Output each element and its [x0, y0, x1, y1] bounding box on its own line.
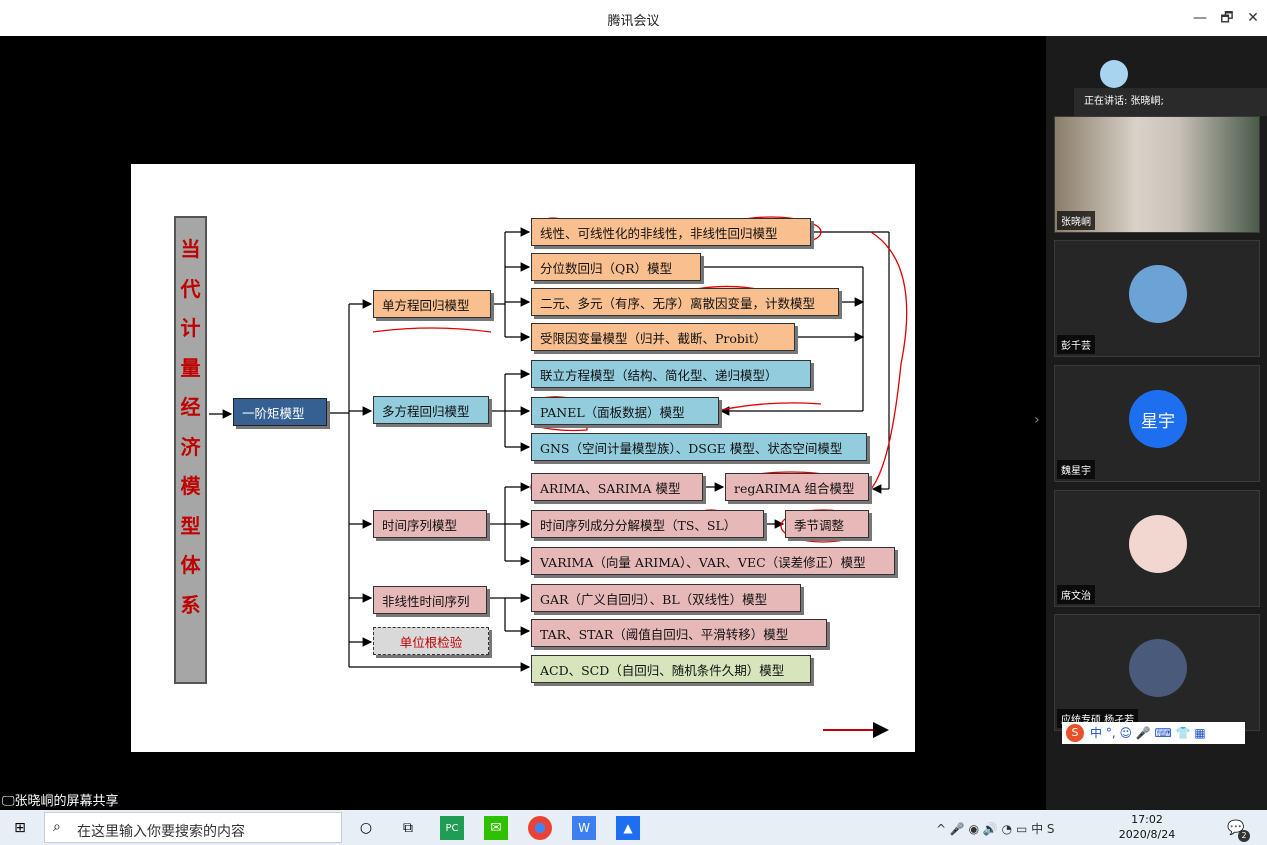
- leaf-gar-bl: GAR（广义自回归）、BL（双线性）模型: [531, 584, 801, 612]
- avatar: 星宇: [1129, 390, 1187, 448]
- leaf-tar-star: TAR、STAR（阈值自回归、平滑转移）模型: [531, 619, 827, 647]
- leaf-regarima: regARIMA 组合模型: [725, 473, 869, 501]
- participant-tile[interactable]: 彭千芸: [1054, 240, 1260, 357]
- wechat-icon[interactable]: ✉: [484, 816, 508, 840]
- shared-screen-area: 当 代 计 量 经 济 模 型 体 系 一阶矩模型 单方程回归模型 多方程回归模…: [0, 36, 1046, 796]
- leaf-acd-scd: ACD、SCD（自回归、随机条件久期）模型: [531, 655, 811, 683]
- leaf-arima: ARIMA、SARIMA 模型: [531, 473, 703, 501]
- category-unit-root: 单位根检验: [373, 627, 489, 655]
- leaf-varima: VARIMA（向量 ARIMA）、VAR、VEC（误差修正）模型: [531, 547, 895, 575]
- title-char: 当: [180, 237, 201, 261]
- share-icon: 🖵: [2, 794, 15, 809]
- avatar: [1129, 265, 1187, 323]
- title-char: 系: [180, 592, 201, 617]
- participant-name: 彭千芸: [1057, 335, 1095, 354]
- category-time-series: 时间序列模型: [373, 510, 487, 538]
- clock-date: 2020/8/24: [1118, 828, 1176, 841]
- pycharm-icon[interactable]: PC: [440, 816, 464, 840]
- participant-tile[interactable]: 应统专硕 杨孑若: [1054, 614, 1260, 731]
- windows-start-icon[interactable]: ⊞: [14, 820, 26, 836]
- vertical-title-bar: 当 代 计 量 经 济 模 型 体 系: [174, 216, 207, 684]
- window-title: 腾讯会议: [607, 14, 660, 29]
- avatar: [1129, 639, 1187, 697]
- wps-icon[interactable]: W: [572, 816, 596, 840]
- window-titlebar: 腾讯会议 — 🗗 ✕: [0, 0, 1267, 36]
- sogou-icon: S: [1066, 724, 1084, 742]
- participant-name: 席文治: [1057, 585, 1095, 604]
- ime-toolbar[interactable]: S 中 °, ☺ 🎤 ⌨ 👕 ▦: [1062, 722, 1245, 744]
- search-icon: ⌕: [53, 819, 61, 835]
- title-char: 量: [180, 355, 201, 380]
- taskbar-search[interactable]: ⌕ 在这里输入你要搜索的内容: [44, 812, 342, 843]
- participant-name: 张晓峒: [1057, 211, 1095, 230]
- title-char: 计: [180, 316, 201, 340]
- avatar: [1129, 515, 1187, 573]
- leaf-ts-decomposition: 时间序列成分分解模型（TS、SL）: [531, 510, 764, 538]
- search-placeholder: 在这里输入你要搜索的内容: [77, 824, 245, 840]
- close-button[interactable]: ✕: [1247, 10, 1259, 26]
- leaf-quantile-regression: 分位数回归（QR）模型: [531, 253, 701, 281]
- category-multi-equation: 多方程回归模型: [373, 396, 489, 424]
- ime-status: 中 °, ☺ 🎤 ⌨ 👕 ▦: [1090, 726, 1206, 740]
- system-tray-icons[interactable]: ^ 🎤 ◉ 🔊 ◔ ▭ 中 S: [936, 822, 1055, 836]
- speaker-avatar: [1100, 60, 1128, 88]
- notification-badge: 2: [1238, 830, 1250, 842]
- category-nonlinear-ts: 非线性时间序列: [373, 586, 487, 614]
- clock[interactable]: 17:02 2020/8/24: [1112, 812, 1182, 842]
- participant-sidebar: 正在讲话: 张晓峒; 张晓峒 彭千芸 星宇 魏星宇 席文治 应统专硕 杨孑若 S…: [1046, 36, 1267, 810]
- participant-name: 魏星宇: [1057, 460, 1095, 479]
- title-char: 济: [180, 434, 201, 459]
- presentation-slide: 当 代 计 量 经 济 模 型 体 系 一阶矩模型 单方程回归模型 多方程回归模…: [131, 164, 915, 752]
- title-char: 经: [180, 395, 201, 419]
- collapse-arrow-icon[interactable]: ›: [1034, 412, 1040, 428]
- leaf-gns-dsge: GNS（空间计量模型族）、DSGE 模型、状态空间模型: [531, 433, 867, 461]
- leaf-seasonal-adjustment: 季节调整: [785, 510, 869, 538]
- restore-button[interactable]: 🗗: [1220, 10, 1234, 26]
- leaf-panel-model: PANEL（面板数据）模型: [531, 397, 719, 425]
- title-char: 体: [180, 553, 201, 577]
- task-view-icon[interactable]: ⧉: [403, 820, 413, 836]
- participant-tile[interactable]: 张晓峒: [1054, 116, 1260, 233]
- minimize-button[interactable]: —: [1193, 10, 1207, 26]
- category-single-equation: 单方程回归模型: [373, 290, 491, 318]
- screen-share-label: 🖵张晓峒的屏幕共享: [2, 794, 119, 809]
- tencent-meeting-icon[interactable]: ▲: [616, 816, 640, 840]
- leaf-limited-dependent: 受限因变量模型（归并、截断、Probit）: [531, 323, 795, 351]
- speaking-indicator: 正在讲话: 张晓峒;: [1074, 88, 1267, 116]
- windows-taskbar: ⊞ ⌕ 在这里输入你要搜索的内容 ○ ⧉ PC ✉ W ▲ ^ 🎤 ◉ 🔊 ◔ …: [0, 810, 1267, 845]
- chrome-icon[interactable]: [528, 816, 552, 840]
- title-char: 代: [180, 276, 201, 301]
- participant-tile[interactable]: 星宇 魏星宇: [1054, 365, 1260, 482]
- leaf-discrete-dependent: 二元、多元（有序、无序）离散因变量，计数模型: [531, 288, 839, 316]
- root-node: 一阶矩模型: [233, 398, 327, 426]
- leaf-linear-regression: 线性、可线性化的非线性，非线性回归模型: [531, 218, 811, 246]
- participant-tile[interactable]: 席文治: [1054, 490, 1260, 607]
- clock-time: 17:02: [1131, 813, 1163, 826]
- title-char: 模: [180, 474, 201, 498]
- leaf-simultaneous-equations: 联立方程模型（结构、简化型、递归模型）: [531, 360, 811, 388]
- cortana-icon[interactable]: ○: [359, 820, 373, 836]
- title-char: 型: [180, 513, 201, 538]
